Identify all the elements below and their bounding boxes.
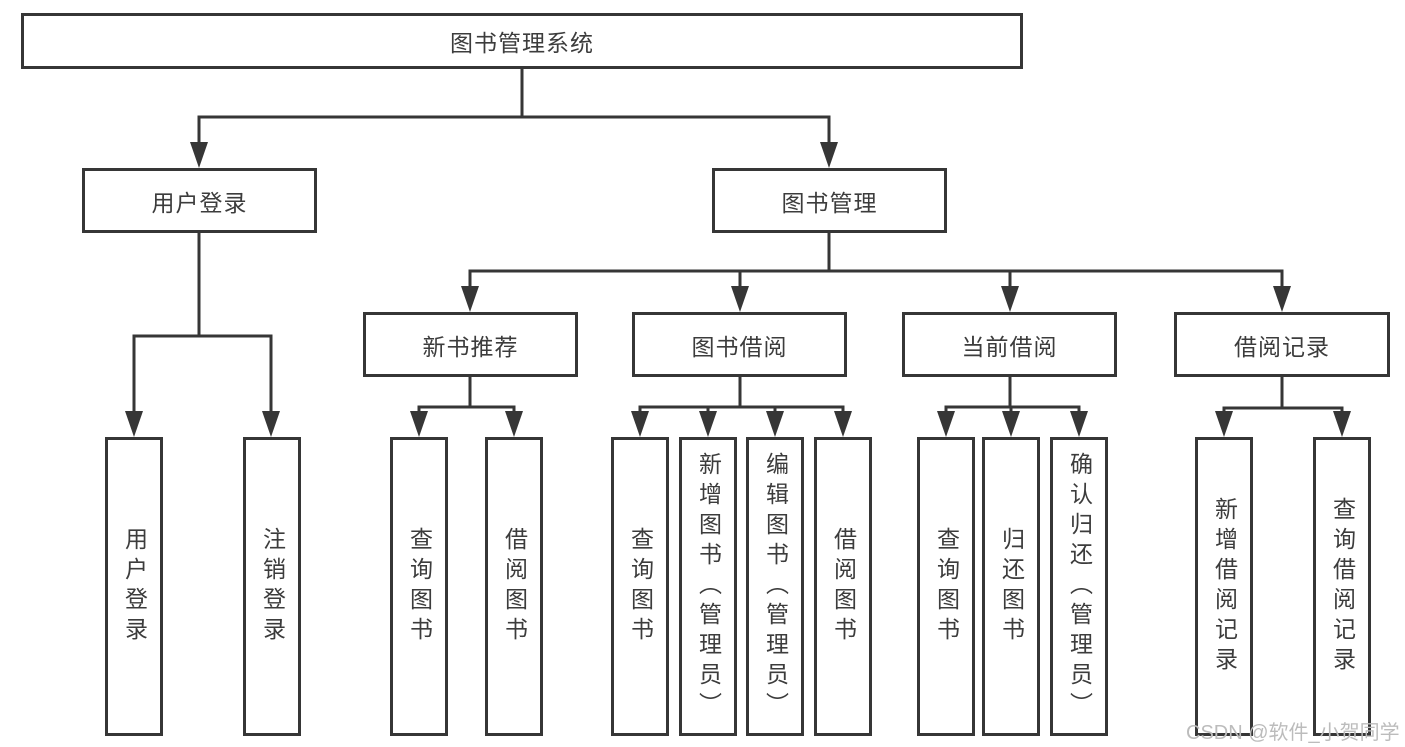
node-label: 查询图书 xyxy=(406,526,433,647)
node-label: 查询图书 xyxy=(627,526,654,647)
leaf-logout: 注销登录 xyxy=(243,437,301,736)
node-borrow-records: 借阅记录 xyxy=(1174,312,1390,377)
node-label: 确认归还（管理员） xyxy=(1066,451,1093,722)
node-library-management-system: 图书管理系统 xyxy=(21,13,1023,69)
csdn-watermark: CSDN @软件_小贺同学 xyxy=(1186,722,1400,744)
node-label: 用户登录 xyxy=(121,526,148,647)
node-label: 注销登录 xyxy=(259,526,286,647)
leaf-cb-query-books: 查询图书 xyxy=(917,437,975,736)
node-label: 查询图书 xyxy=(933,526,960,647)
leaf-br-query-record: 查询借阅记录 xyxy=(1313,437,1371,736)
node-label: 借阅图书 xyxy=(830,526,857,647)
leaf-cb-return-books: 归还图书 xyxy=(982,437,1040,736)
leaf-cb-confirm-return-admin: 确认归还（管理员） xyxy=(1050,437,1108,736)
node-label: 查询借阅记录 xyxy=(1329,496,1356,677)
leaf-bb-add-books-admin: 新增图书（管理员） xyxy=(679,437,737,736)
node-label: 归还图书 xyxy=(998,526,1025,647)
node-label: 借阅记录 xyxy=(1234,333,1330,360)
leaf-nb-query-books: 查询图书 xyxy=(390,437,448,736)
node-label: 当前借阅 xyxy=(961,333,1058,360)
node-book-borrow: 图书借阅 xyxy=(632,312,847,377)
node-new-book-recommend: 新书推荐 xyxy=(363,312,578,377)
node-label: 新书推荐 xyxy=(422,333,519,360)
leaf-bb-query-books: 查询图书 xyxy=(611,437,669,736)
node-label: 图书借阅 xyxy=(691,333,788,360)
tree-edges xyxy=(132,69,1344,415)
node-current-borrow: 当前借阅 xyxy=(902,312,1117,377)
node-label: 新增图书（管理员） xyxy=(695,451,722,722)
leaf-bb-borrow-books: 借阅图书 xyxy=(814,437,872,736)
node-label: 图书管理系统 xyxy=(450,30,594,56)
node-label: 用户登录 xyxy=(151,189,248,216)
node-label: 借阅图书 xyxy=(501,526,528,647)
leaf-nb-borrow-books: 借阅图书 xyxy=(485,437,543,736)
node-label: 新增借阅记录 xyxy=(1211,496,1238,677)
leaf-bb-edit-books-admin: 编辑图书（管理员） xyxy=(746,437,804,736)
leaf-user-login: 用户登录 xyxy=(105,437,163,736)
node-user-login: 用户登录 xyxy=(82,168,317,233)
node-label: 图书管理 xyxy=(781,189,878,216)
node-label: 编辑图书（管理员） xyxy=(762,451,789,722)
node-book-management: 图书管理 xyxy=(712,168,947,233)
arrow-heads xyxy=(125,142,1351,437)
leaf-br-add-record: 新增借阅记录 xyxy=(1195,437,1253,736)
